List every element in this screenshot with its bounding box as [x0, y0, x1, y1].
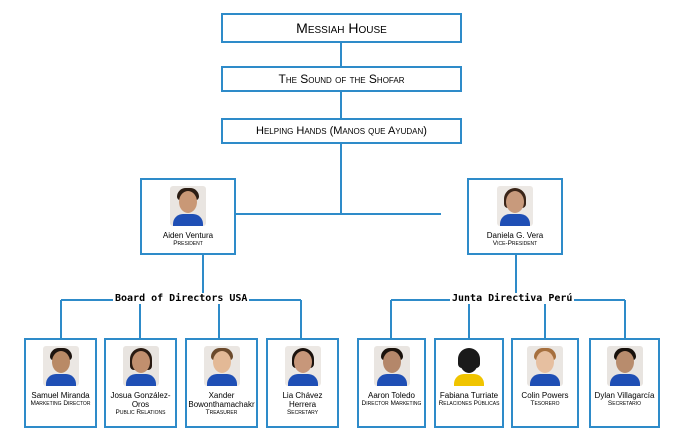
avatar-photo — [606, 346, 643, 386]
member-card: Samuel Miranda Marketing Director — [24, 338, 97, 428]
member-card: Xander Bowonthamachakr Treasurer — [185, 338, 258, 428]
avatar-photo — [527, 346, 563, 386]
org-subtitle: The Sound of the Shofar — [278, 72, 405, 86]
member-role: Secretario — [607, 400, 642, 407]
member-card: Aaron Toledo Director Marketing — [357, 338, 426, 428]
avatar-photo — [284, 346, 321, 386]
member-name: Colin Powers — [521, 391, 569, 400]
avatar-photo — [497, 186, 533, 226]
member-name: Aaron Toledo — [368, 391, 415, 400]
member-card: Colin Powers Tesorero — [511, 338, 579, 428]
leader-role: President — [173, 240, 203, 247]
avatar-photo — [122, 346, 159, 386]
member-role: Director Marketing — [361, 400, 422, 407]
section-label-peru: Junta Directiva Perú — [450, 293, 575, 304]
member-role: Relaciones Públicas — [438, 400, 500, 407]
org-box-messiah-house: Messiah House — [221, 13, 462, 43]
avatar-photo — [170, 186, 206, 226]
member-name: Xander Bowonthamachakr — [188, 391, 255, 409]
member-name: Samuel Miranda — [31, 391, 90, 400]
avatar-photo — [42, 346, 79, 386]
leader-name: Daniela G. Vera — [486, 231, 544, 240]
leader-name: Aiden Ventura — [162, 231, 214, 240]
leader-role: Vice-President — [492, 240, 538, 247]
member-role: Public Relations — [115, 409, 166, 416]
org-box-helping-hands: Helping Hands (Manos que Ayudan) — [221, 118, 462, 144]
member-role: Treasurer — [205, 409, 238, 416]
member-role: Secretary — [286, 409, 319, 416]
leader-card-vice-president: Daniela G. Vera Vice-President — [467, 178, 563, 255]
member-name: Fabiana Turriate — [439, 391, 499, 400]
member-role: Marketing Director — [30, 400, 91, 407]
org-program: Helping Hands (Manos que Ayudan) — [256, 125, 427, 137]
member-name: Lia Chávez Herrera — [282, 391, 323, 409]
avatar-photo — [373, 346, 410, 386]
member-card: Fabiana Turriate Relaciones Públicas — [434, 338, 504, 428]
member-name: Dylan Villagarcía — [594, 391, 655, 400]
member-card: Josua González-Oros Public Relations — [104, 338, 177, 428]
org-box-sound-of-shofar: The Sound of the Shofar — [221, 66, 462, 92]
member-name: Josua González-Oros — [110, 391, 171, 409]
leader-card-president: Aiden Ventura President — [140, 178, 236, 255]
section-label-usa: Board of Directors USA — [113, 293, 250, 304]
org-title: Messiah House — [296, 20, 387, 36]
avatar-photo — [203, 346, 240, 386]
member-card: Lia Chávez Herrera Secretary — [266, 338, 339, 428]
avatar-placeholder-icon — [451, 346, 487, 386]
member-role: Tesorero — [530, 400, 560, 407]
member-card: Dylan Villagarcía Secretario — [589, 338, 660, 428]
